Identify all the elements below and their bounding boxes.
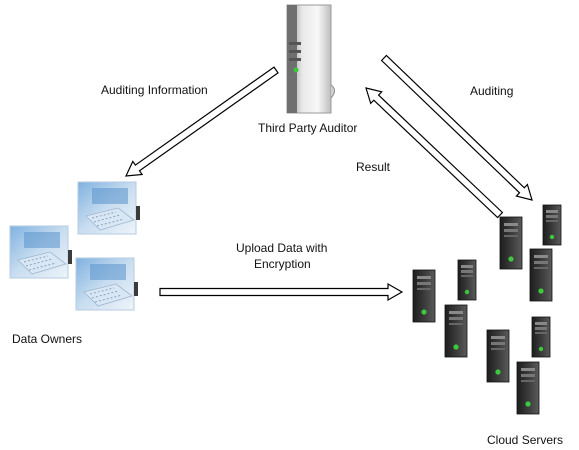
- computer-icon: [75, 257, 139, 311]
- auditor-cabinet-icon: [286, 4, 335, 114]
- server-tower-icon: [531, 316, 551, 358]
- computer-icon: [77, 181, 141, 235]
- server-tower-icon: [457, 259, 477, 301]
- auditor-label: Third Party Auditor: [258, 121, 358, 135]
- upload-label-line2: Encryption: [254, 257, 311, 271]
- result-label: Result: [356, 160, 391, 174]
- server-tower-icon: [516, 361, 540, 415]
- server-tower-icon: [529, 248, 553, 302]
- server-tower-icon: [412, 269, 436, 323]
- auditing-arrow: [380, 54, 533, 201]
- server-tower-icon: [542, 204, 562, 246]
- server-tower-icon: [486, 329, 510, 383]
- auditing-information-label: Auditing Information: [101, 83, 208, 97]
- auditing-label: Auditing: [470, 84, 514, 98]
- server-tower-icon: [499, 216, 523, 270]
- result-arrow: [365, 87, 504, 219]
- arrows-layer: [125, 54, 533, 302]
- cloud-servers-towers: [412, 204, 562, 415]
- data-owners-label: Data Owners: [12, 332, 83, 346]
- upload-label-line1: Upload Data with: [236, 241, 328, 255]
- upload-data-arrow: [159, 282, 404, 302]
- auditing-information-arrow: [125, 66, 279, 177]
- computer-icon: [9, 225, 73, 279]
- data-owners-computers: [9, 181, 141, 311]
- cloud-servers-label: Cloud Servers: [487, 433, 564, 447]
- server-tower-icon: [444, 304, 468, 358]
